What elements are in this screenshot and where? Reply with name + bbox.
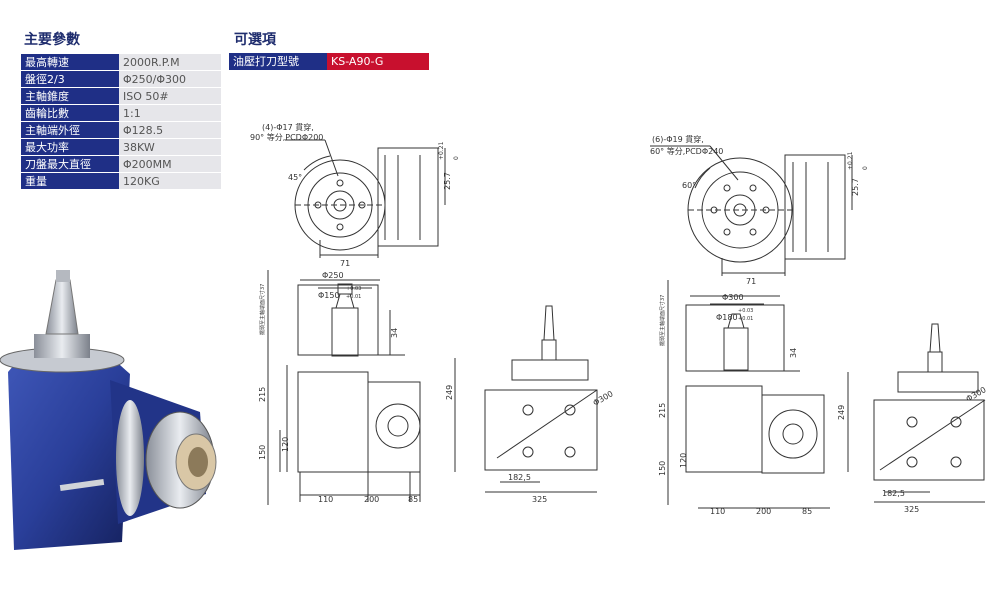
angle-right: 60° <box>682 181 696 190</box>
spec-label: 重量 <box>21 173 119 189</box>
dim-182-right: 182,5 <box>882 489 905 498</box>
front-view-right <box>667 280 849 509</box>
option-value: KS-A90-G <box>327 53 429 70</box>
dim-85-left: 85 <box>408 495 418 504</box>
hole-note-left-2: 90° 等分,PCDΦ200 <box>250 132 323 142</box>
spec-value: Φ200MM <box>119 156 221 172</box>
dim-110-right: 110 <box>710 507 725 516</box>
vlabel-left: 擺頭至主軸端面尺寸37 <box>259 284 266 335</box>
spec-label: 最高轉速 <box>21 54 119 70</box>
dim-85-right: 85 <box>802 507 812 516</box>
spindle-housing <box>8 356 217 550</box>
dim-side-left: 25.7 <box>443 172 452 190</box>
product-photo <box>0 270 217 550</box>
dim-249-left: 249 <box>445 385 454 400</box>
top-view-right <box>650 145 853 276</box>
side-view-left <box>484 305 598 493</box>
dim-34-right: 34 <box>789 348 798 358</box>
side-view-right <box>873 323 986 503</box>
top-view-left <box>285 139 446 258</box>
dim-215-right: 215 <box>658 403 667 418</box>
tol-up-180: +0.03 <box>738 308 753 314</box>
dia-180: Φ180 <box>716 313 738 322</box>
spec-value: 38KW <box>119 139 221 155</box>
spec-label: 最大功率 <box>21 139 119 155</box>
dia-150: Φ150 <box>318 291 340 300</box>
dim-200-right: 200 <box>756 507 771 516</box>
spec-label: 主軸錐度 <box>21 88 119 104</box>
tol-dn-left: 0 <box>453 156 460 160</box>
dim-249-right: 249 <box>837 405 846 420</box>
spec-value: Φ250/Φ300 <box>119 71 221 87</box>
dim-34-left: 34 <box>390 328 399 338</box>
dim-side-right: 25.7 <box>851 178 860 196</box>
spec-value: 2000R.P.M <box>119 54 221 70</box>
hole-note-right-1: (6)-Φ19 貫穿, <box>652 134 704 144</box>
angle-left: 45° <box>288 173 302 182</box>
dia-250: Φ250 <box>322 271 344 280</box>
tol-up-150: +0.03 <box>346 286 361 292</box>
tol-up-right: +0.21 <box>847 151 854 170</box>
spec-title: 主要參數 <box>24 32 80 48</box>
dim-150-left: 150 <box>258 445 267 460</box>
dim-150-right: 150 <box>658 461 667 476</box>
spec-label: 刀盤最大直徑 <box>21 156 119 172</box>
hole-note-left-1: (4)-Φ17 貫穿, <box>262 122 314 132</box>
front-view-left <box>267 270 456 505</box>
dim-120-left: 120 <box>281 437 290 452</box>
spec-label: 齒輪比數 <box>21 105 119 121</box>
option-label: 油壓打刀型號 <box>229 53 327 70</box>
tol-dn-150: +0.01 <box>346 294 361 300</box>
dim-110-left: 110 <box>318 495 333 504</box>
dim-215-left: 215 <box>258 387 267 402</box>
tol-up-left: +0.21 <box>438 141 445 160</box>
dim-71-left: 71 <box>340 259 350 268</box>
spec-label: 主軸端外徑 <box>21 122 119 138</box>
spec-value: 1:1 <box>119 105 221 121</box>
technical-drawing: (4)-Φ17 貫穿, 90° 等分,PCDΦ200 45° 25.7 +0.2… <box>250 122 988 516</box>
spec-value: 120KG <box>119 173 221 189</box>
dim-120-right: 120 <box>679 453 688 468</box>
tol-dn-right: 0 <box>862 166 869 170</box>
tool-holder <box>0 270 125 373</box>
dim-71-right: 71 <box>746 277 756 286</box>
tol-dn-180: +0.01 <box>738 316 753 322</box>
hole-note-right-2: 60° 等分,PCDΦ240 <box>650 146 723 156</box>
dim-182-left: 182,5 <box>508 473 531 482</box>
dim-325-left: 325 <box>532 495 547 504</box>
spec-value: ISO 50# <box>119 88 221 104</box>
spec-value: Φ128.5 <box>119 122 221 138</box>
spec-label: 盤徑2/3 <box>21 71 119 87</box>
vlabel-right: 擺頭至主軸端面尺寸37 <box>659 295 666 346</box>
dim-200-left: 200 <box>364 495 379 504</box>
dia-300-top: Φ300 <box>722 293 744 302</box>
dim-325-right: 325 <box>904 505 919 514</box>
options-title: 可選項 <box>234 32 276 48</box>
